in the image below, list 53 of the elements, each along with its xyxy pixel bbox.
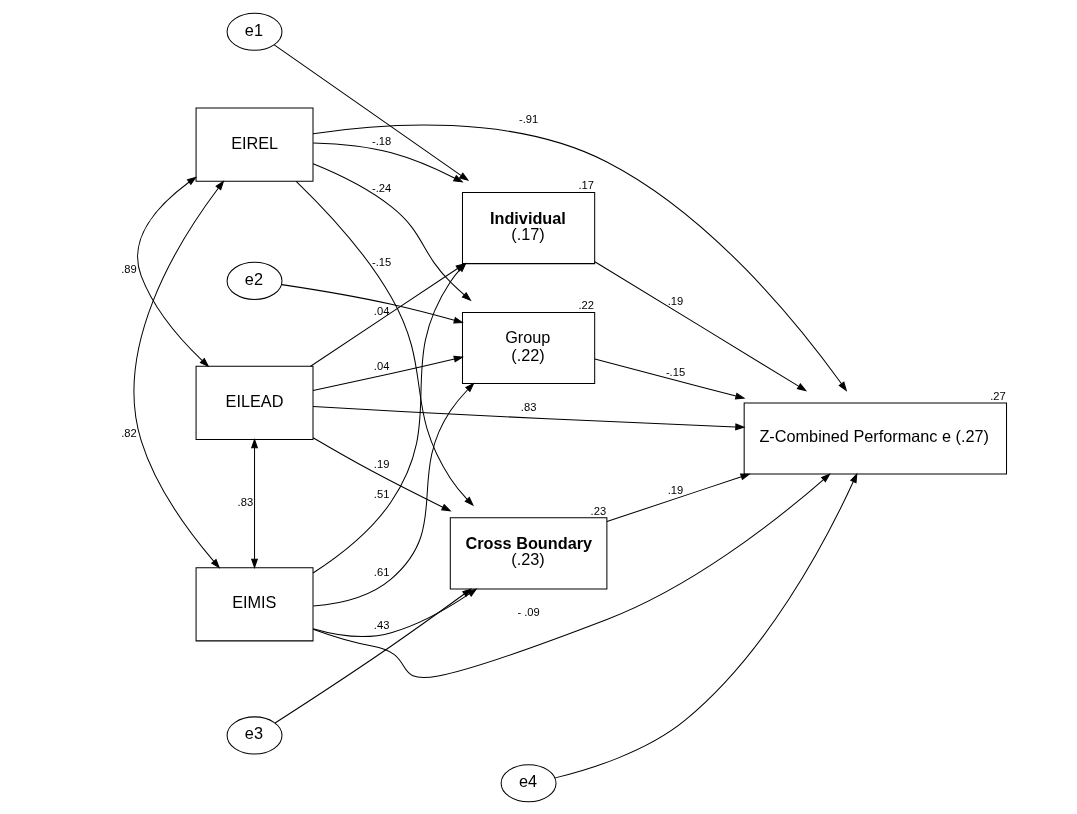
arrow <box>606 473 751 522</box>
node-label: .22 <box>578 298 594 311</box>
arrow <box>137 175 210 367</box>
edge-label: .19 <box>667 294 684 307</box>
node-box: Group (.22) <box>462 311 596 384</box>
arrow <box>273 43 470 181</box>
arrow <box>554 472 858 778</box>
edge-label: .61 <box>373 565 390 578</box>
arrow <box>133 179 225 569</box>
node-label: .17 <box>578 178 594 191</box>
node-box: EIREL <box>195 107 314 182</box>
edge-label: .89 <box>121 262 137 275</box>
edge-label: .83 <box>520 400 537 413</box>
node-ellipse: e1 <box>226 12 283 51</box>
node-box: Individual (.17) <box>462 191 596 264</box>
arrow <box>312 405 746 430</box>
arrow <box>312 382 475 607</box>
edge-label: - .09 <box>517 605 540 618</box>
node-box: EILEAD <box>195 365 314 440</box>
arrow <box>312 587 478 637</box>
arrow <box>274 587 473 723</box>
edge-label: -.15 <box>665 365 686 378</box>
node-box: Cross Boundary (.23) <box>449 516 608 590</box>
edge-label: .19 <box>373 457 390 470</box>
arrow <box>295 180 475 506</box>
edge-label: .43 <box>373 618 390 631</box>
edge-label: -.24 <box>372 181 392 194</box>
arrow <box>312 472 831 678</box>
edge-label: .19 <box>667 483 684 496</box>
node-label: .23 <box>590 504 607 517</box>
node-ellipse: e2 <box>226 261 283 300</box>
node-ellipse: e3 <box>226 715 283 755</box>
arrow <box>312 355 464 391</box>
arrow <box>594 358 746 399</box>
arrow <box>594 260 808 391</box>
node-ellipse: e4 <box>500 763 557 802</box>
edge-label: .04 <box>373 304 390 317</box>
edge-label: .83 <box>237 495 254 508</box>
node-box: Z-Combined Performanc e (.27) <box>743 401 1008 475</box>
edge-label: -.18 <box>372 134 392 147</box>
arrow <box>312 436 452 511</box>
edge-label: .51 <box>373 487 390 500</box>
arrow <box>281 283 464 324</box>
arrow <box>312 123 848 392</box>
arrow <box>312 141 464 183</box>
edge-label: .04 <box>373 359 390 372</box>
edge-label: -.15 <box>372 255 392 268</box>
edge-label: -.91 <box>518 112 539 125</box>
arrow <box>250 437 259 569</box>
node-box: EIMIS <box>195 566 314 641</box>
node-label: .27 <box>990 389 1006 402</box>
edge-label: .82 <box>121 426 137 439</box>
arrow <box>312 162 472 301</box>
